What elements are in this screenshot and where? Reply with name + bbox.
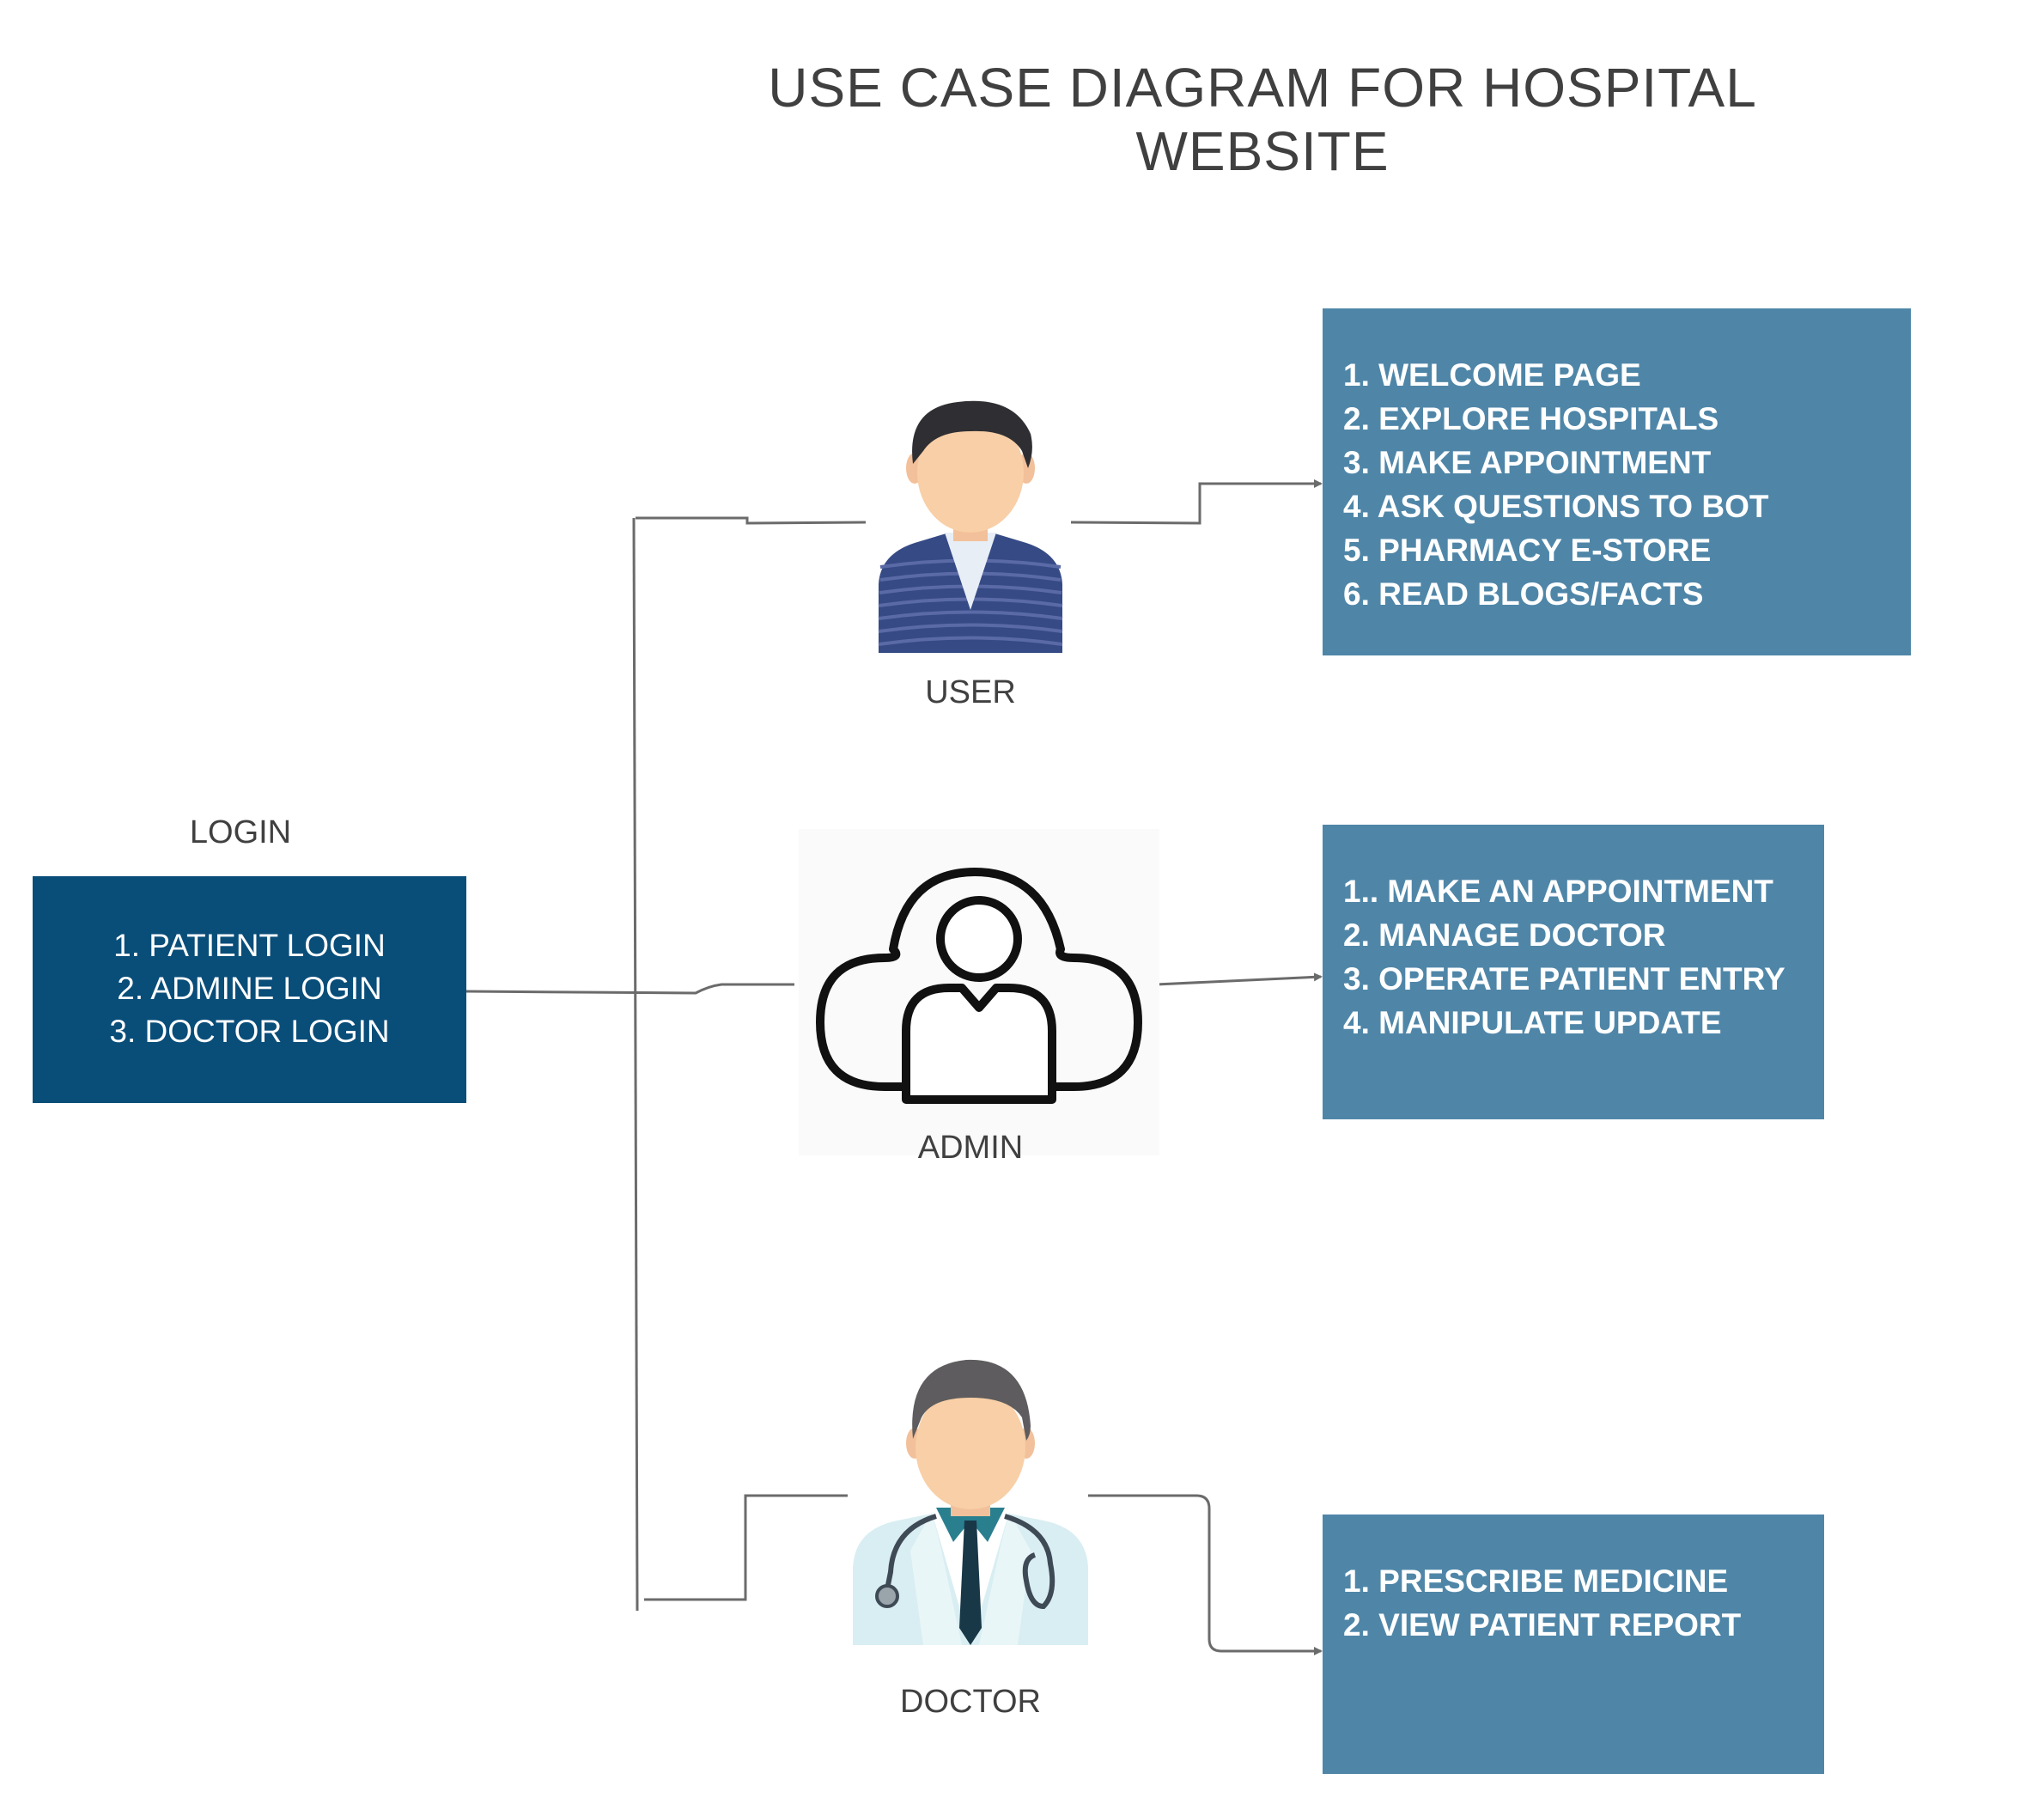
use-case-item: 2. MANAGE DOCTOR [1343, 917, 1666, 953]
login-heading: LOGIN [189, 814, 292, 850]
use-case-item: 1.. MAKE AN APPOINTMENT [1343, 874, 1773, 909]
doctor-arrow [1088, 1494, 1323, 1655]
login-item: 1. PATIENT LOGIN [113, 928, 386, 963]
login-box: 1. PATIENT LOGIN 2. ADMINE LOGIN 3. DOCT… [33, 876, 466, 1103]
doctor-use-cases-box: 1. PRESCRIBE MEDICINE 2. VIEW PATIENT RE… [1323, 1515, 1824, 1774]
trunk-connector [632, 517, 639, 1612]
diagram-title: USE CASE DIAGRAM FOR HOSPITAL WEBSITE [768, 57, 1757, 182]
use-case-item: 2. EXPLORE HOSPITALS [1343, 401, 1719, 436]
man-avatar-icon [878, 400, 1063, 653]
user-label: USER [925, 674, 1016, 710]
user-branch-connector [636, 516, 867, 525]
login-item: 3. DOCTOR LOGIN [109, 1014, 390, 1049]
user-arrow [1070, 479, 1323, 525]
cloud-user-icon [799, 829, 1159, 1155]
use-case-item: 4. ASK QUESTIONS TO BOT [1343, 489, 1769, 524]
login-item: 2. ADMINE LOGIN [117, 971, 382, 1006]
use-case-item: 3. MAKE APPOINTMENT [1343, 445, 1712, 480]
admin-arrow [1155, 972, 1323, 986]
use-case-item: 3. OPERATE PATIENT ENTRY [1343, 961, 1785, 996]
use-case-item: 2. VIEW PATIENT REPORT [1343, 1607, 1742, 1642]
user-use-cases-box: 1. WELCOME PAGE 2. EXPLORE HOSPITALS 3. … [1323, 308, 1911, 655]
use-case-item: 1. PRESCRIBE MEDICINE [1343, 1563, 1729, 1599]
login-connector [465, 983, 794, 995]
use-case-item: 6. READ BLOGS/FACTS [1343, 576, 1704, 612]
use-case-item: 4. MANIPULATE UPDATE [1343, 1005, 1722, 1040]
doctor-stethoscope-icon [853, 1359, 1088, 1645]
doctor-label: DOCTOR [900, 1684, 1041, 1720]
use-case-item: 1. WELCOME PAGE [1343, 357, 1641, 393]
admin-use-cases-box: 1.. MAKE AN APPOINTMENT 2. MANAGE DOCTOR… [1323, 825, 1824, 1119]
use-case-item: 5. PHARMACY E-STORE [1343, 533, 1712, 568]
admin-label: ADMIN [917, 1130, 1024, 1166]
doctor-branch-connector [644, 1494, 848, 1601]
